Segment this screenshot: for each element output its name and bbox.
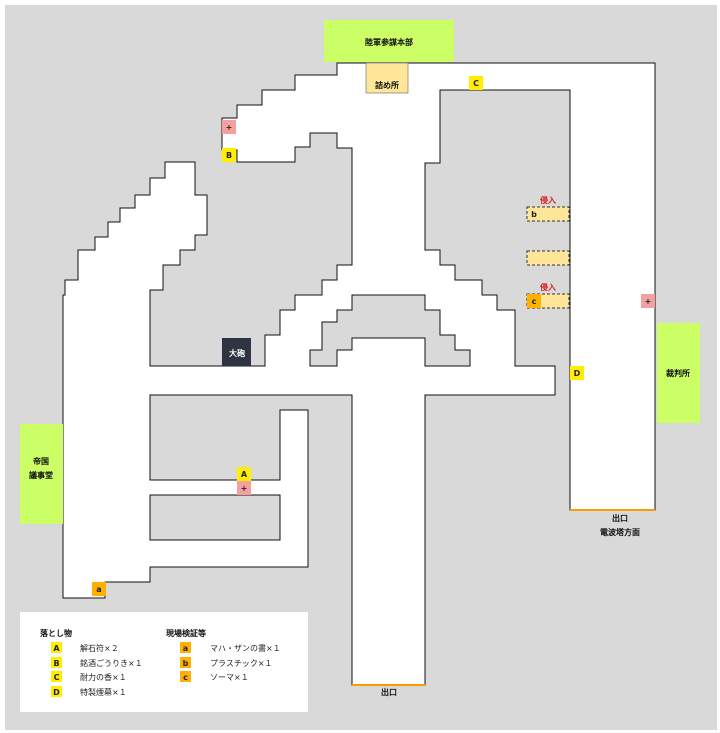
army-hq-building <box>324 20 454 62</box>
marker-plus-1-box <box>222 120 236 134</box>
legend-drop-key-box <box>51 642 62 653</box>
exit-bottom-label: 出口 <box>381 687 397 697</box>
marker-B: B <box>226 151 232 160</box>
marker-A: A <box>241 470 248 479</box>
marker-D-box <box>570 366 584 380</box>
marker-b: b <box>531 210 537 219</box>
legend-drop-key-box <box>51 671 62 682</box>
army-hq-label: 陸軍参謀本部 <box>365 37 413 47</box>
legend-drop-text: 特製煙幕×１ <box>80 687 127 697</box>
cannon-label: 大砲 <box>229 348 245 358</box>
legend-drop-key: D <box>53 688 60 697</box>
legend-evidence-key-box <box>180 657 191 668</box>
legend-drop-key: C <box>54 673 60 682</box>
legend-evidence-key: a <box>183 644 188 653</box>
legend-panel <box>20 612 308 712</box>
walls-inner <box>149 294 471 541</box>
legend: 落とし物 現場検証等 A 解石符×２ B 銘酒ごうりき×１ C 耐力の香×１ D… <box>20 612 308 712</box>
legend-drops: A 解石符×２ B 銘酒ごうりき×１ C 耐力の香×１ D 特製煙幕×１ <box>51 642 143 697</box>
diet-building <box>20 424 63 524</box>
legend-drop-key: B <box>53 659 59 668</box>
intrusion-label-2: 侵入 <box>539 282 556 292</box>
exit-right-sublabel: 電波塔方面 <box>600 527 640 537</box>
marker-c: c <box>532 297 537 306</box>
inner-block-lower-left <box>149 494 281 541</box>
markers: A B C D a b c + + + <box>92 76 655 596</box>
legend-drop-text: 銘酒ごうりき×１ <box>80 658 143 668</box>
marker-plus-2-box <box>641 294 655 308</box>
court-label: 裁判所 <box>666 368 690 378</box>
marker-a: a <box>96 585 101 594</box>
legend-drop-key: A <box>53 644 60 653</box>
door-middle <box>526 250 570 266</box>
legend-evidence-key-box <box>180 642 191 653</box>
court-building <box>657 323 700 423</box>
legend-drop-text: 耐力の香×１ <box>80 672 127 682</box>
legend-evidence-text: ソーマ×１ <box>210 673 249 682</box>
door-b <box>526 206 570 222</box>
diet-label-line1: 帝国 <box>33 456 49 466</box>
legend-drop-text: 解石符×２ <box>80 643 119 653</box>
legend-evidence-key: b <box>183 659 189 668</box>
inner-block-center <box>309 294 471 367</box>
intrusion-label-1: 侵入 <box>539 195 556 205</box>
marker-C: C <box>473 79 479 88</box>
marker-A-box <box>237 467 251 481</box>
guard-post-label: 詰め所 <box>375 80 399 90</box>
legend-evidence-text: マハ・ザンの書×１ <box>210 643 281 653</box>
marker-D: D <box>574 369 581 378</box>
marker-plus-3-box <box>237 481 251 495</box>
guard-post <box>365 62 409 94</box>
legend-drop-key-box <box>51 657 62 668</box>
legend-evidence-text: プラスチック×１ <box>210 659 273 668</box>
legend-evidence: a マハ・ザンの書×１ b プラスチック×１ c ソーマ×１ <box>180 642 281 682</box>
exits: 出口 電波塔方面 出口 <box>352 509 655 697</box>
exit-right-label: 出口 <box>612 513 628 523</box>
marker-c-box <box>527 294 541 308</box>
buildings: 陸軍参謀本部 裁判所 帝国 議事堂 詰め所 大砲 <box>20 20 700 524</box>
marker-plus-1: + <box>226 123 233 132</box>
marker-C-box <box>469 76 483 90</box>
cannon-object <box>222 338 251 366</box>
legend-drop-key-box <box>51 686 62 697</box>
diet-label-line2: 議事堂 <box>29 470 53 480</box>
marker-plus-2: + <box>645 297 652 306</box>
legend-drops-title: 落とし物 <box>40 628 72 638</box>
marker-a-box <box>92 582 106 596</box>
legend-evidence-title: 現場検証等 <box>166 628 206 638</box>
marker-plus-3: + <box>241 484 248 493</box>
marker-B-box <box>222 148 236 162</box>
legend-evidence-key: c <box>183 673 188 682</box>
legend-evidence-key-box <box>180 671 191 682</box>
